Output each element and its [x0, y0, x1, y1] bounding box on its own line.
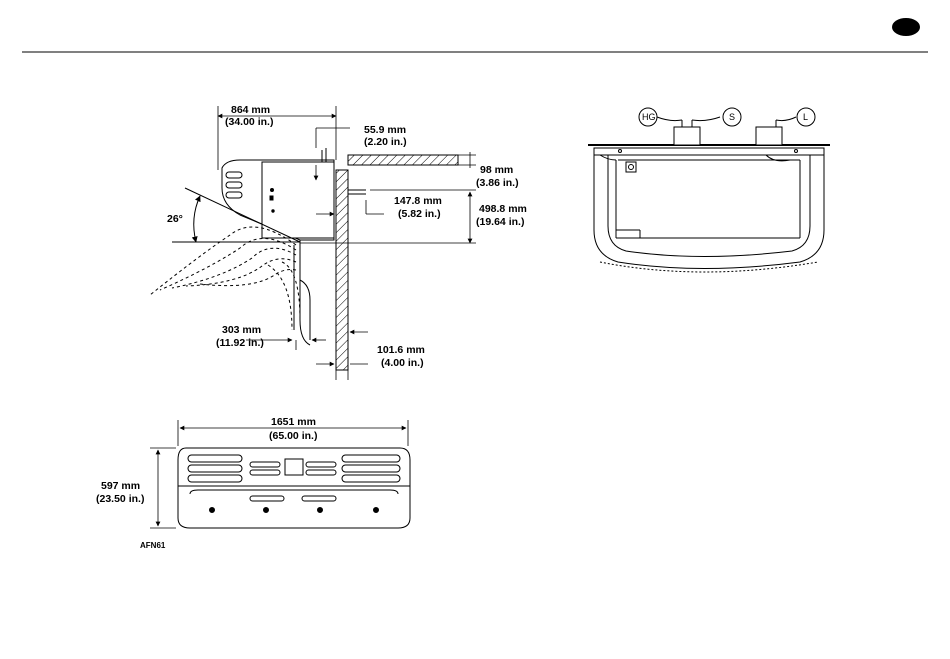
figure-code-label: AFN61 [140, 541, 166, 550]
height-in-label: (23.50 in.) [96, 493, 144, 505]
length-top-in-label: (34.00 in.) [225, 116, 273, 128]
height-total-in-label: (19.64 in.) [476, 216, 524, 228]
height-label: 597 mm [101, 480, 140, 492]
wall-thickness-label: 101.6 mm [377, 344, 425, 356]
port-hg-label: HG [642, 112, 656, 122]
width-label: 1651 mm [271, 416, 316, 428]
wall-section [336, 170, 348, 370]
duct-width-in-label: (11.92 in.) [216, 337, 264, 349]
inlet-depth-label: 147.8 mm [394, 195, 442, 207]
width-in-label: (65.00 in.) [269, 430, 317, 442]
inlet-depth-in-label: (5.82 in.) [398, 208, 441, 220]
angle-label: 26° [167, 213, 183, 225]
length-top-label: 864 mm [231, 104, 270, 116]
rail-height-label: 98 mm [480, 164, 513, 176]
top-view-drawing [588, 108, 830, 272]
offset-top-label: 55.9 mm [364, 124, 406, 136]
side-view-drawing [150, 148, 458, 370]
height-total-label: 498.8 mm [479, 203, 527, 215]
rail-height-in-label: (3.86 in.) [476, 177, 519, 189]
duct-width-label: 303 mm [222, 324, 261, 336]
offset-top-in-label: (2.20 in.) [364, 136, 407, 148]
port-s-label: S [729, 112, 735, 122]
wall-thickness-in-label: (4.00 in.) [381, 357, 424, 369]
front-view-drawing [178, 448, 410, 528]
port-l-label: L [803, 112, 808, 122]
rail-section [348, 155, 458, 165]
page-marker-dot [892, 18, 920, 36]
